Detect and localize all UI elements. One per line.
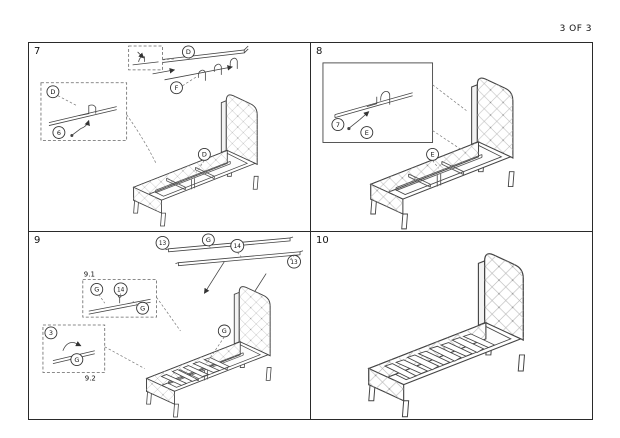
slat-detail-box-2: 3 G	[42, 324, 106, 373]
screw-icon	[70, 134, 74, 137]
step-number: 7	[34, 46, 41, 57]
callout-label: 14	[234, 244, 242, 250]
callout-label: D	[50, 88, 55, 96]
panel-step-7: 7	[29, 43, 311, 232]
callout-E: E	[426, 147, 439, 161]
step-number: 10	[316, 235, 329, 246]
hook-detail-box	[128, 45, 163, 71]
callout-F: F	[170, 81, 183, 95]
callout-G: G	[136, 301, 150, 315]
callout-label: G	[222, 327, 227, 335]
step10-illustration	[368, 253, 526, 418]
step9-illustration: 13 G 14 13	[42, 233, 304, 418]
callout-3: 3	[44, 326, 58, 340]
callout-label: E	[431, 151, 435, 159]
slats	[383, 333, 496, 379]
callout-14: 14	[113, 282, 128, 297]
screw-icon	[347, 126, 351, 131]
figure-label: 9.2	[85, 374, 96, 382]
callout-label: G	[206, 236, 211, 244]
step-panel-grid: 7	[28, 42, 593, 420]
panel-step-9: 9 13 G 14	[29, 232, 311, 419]
callout-6: 6	[52, 126, 66, 139]
slat-parts	[165, 236, 304, 267]
callout-label: 13	[290, 260, 298, 266]
callout-label: 7	[336, 121, 340, 129]
step-number: 8	[316, 46, 323, 57]
callout-13: 13	[155, 236, 170, 250]
callout-D: D	[182, 45, 195, 59]
step8-illustration: 7 E E	[322, 62, 515, 230]
step-number: 9	[34, 235, 41, 246]
slat-detail-box-1: G 14 G	[82, 279, 157, 318]
step7-illustration: D F D	[40, 45, 259, 227]
bed-frame	[133, 94, 259, 227]
bed-frame-complete	[368, 253, 526, 418]
callout-label: D	[202, 151, 207, 159]
callout-G: G	[70, 353, 84, 367]
installed-slats	[160, 357, 231, 386]
callout-G: G	[201, 233, 215, 247]
panel-step-10: 10	[311, 232, 592, 419]
callout-D: D	[46, 85, 60, 99]
callout-G: G	[217, 324, 231, 338]
callout-D: D	[197, 147, 211, 161]
bed-frame	[146, 286, 272, 418]
bracket-detail-box: D 6	[40, 82, 128, 141]
callout-label: 6	[57, 129, 61, 137]
callout-label: G	[140, 304, 145, 312]
assembly-arrow	[204, 261, 225, 294]
panel-step-8: 8 7 E	[311, 43, 592, 232]
callout-13: 13	[287, 254, 301, 269]
callout-7: 7	[331, 118, 345, 131]
callout-label: G	[94, 286, 99, 294]
assembly-arrow	[152, 67, 176, 75]
bracket-detail-box: 7 E	[322, 62, 434, 143]
figure-label: 9.1	[84, 271, 95, 279]
page-indicator: 3 OF 3	[559, 24, 592, 34]
callout-label: E	[365, 129, 369, 137]
callout-label: G	[74, 356, 79, 364]
callout-label: 3	[49, 329, 53, 337]
callout-E: E	[360, 126, 374, 139]
callout-label: F	[175, 84, 179, 92]
callout-label: D	[186, 48, 191, 56]
rail-leg-parts	[197, 57, 238, 81]
callout-14: 14	[230, 238, 245, 253]
callout-label: 13	[159, 241, 167, 247]
callout-G: G	[90, 283, 104, 296]
callout-label: 14	[117, 288, 125, 294]
